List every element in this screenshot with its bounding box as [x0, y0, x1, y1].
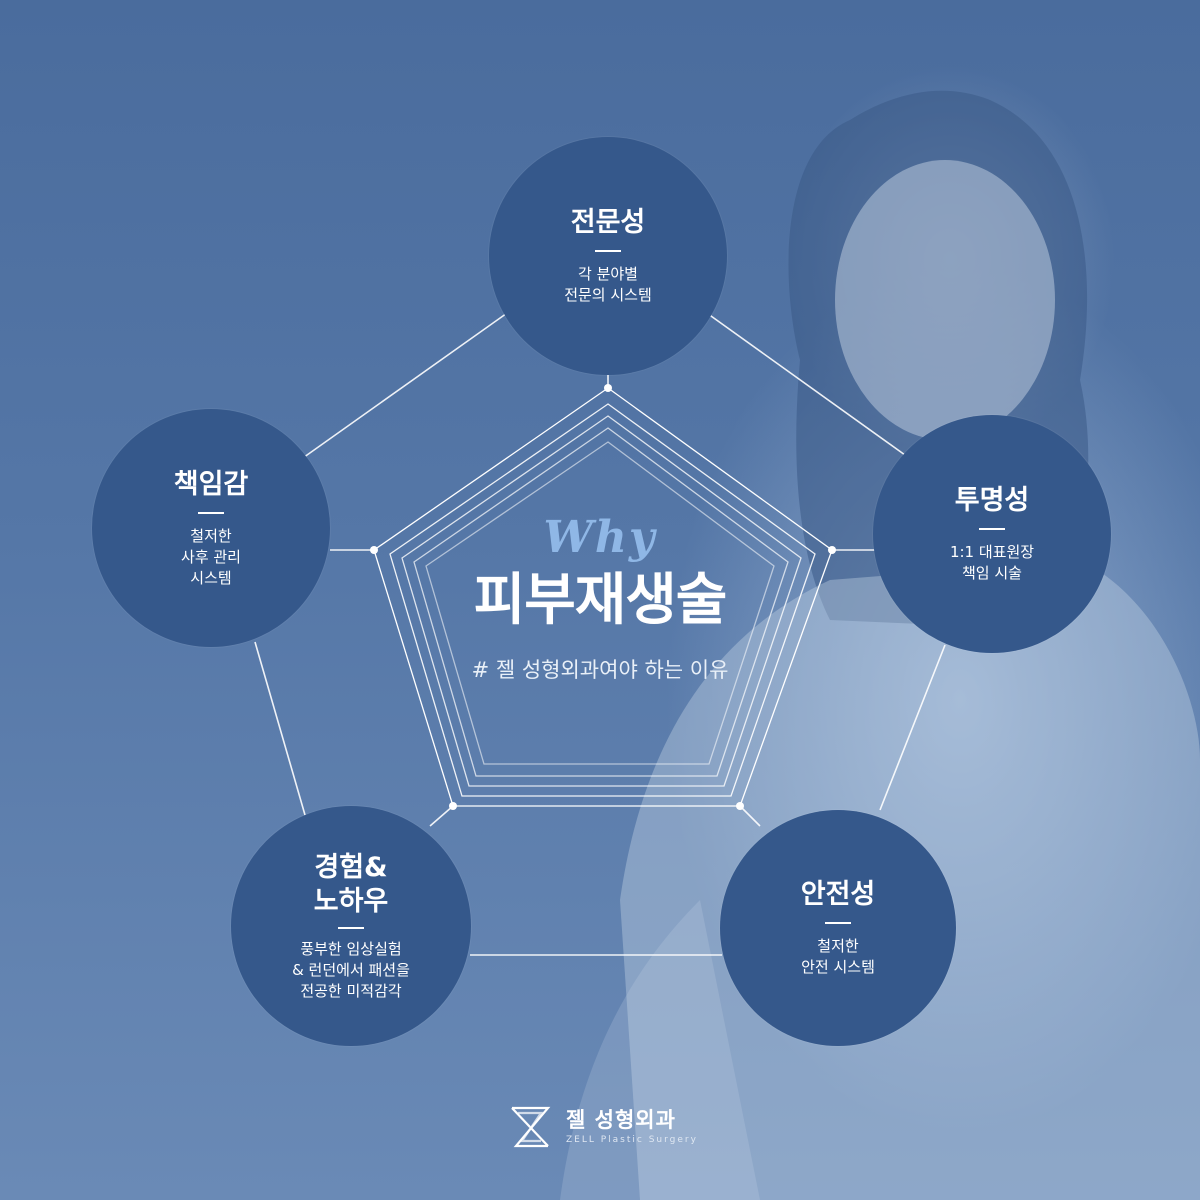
vertex-dot	[736, 802, 744, 810]
connector-line	[879, 644, 946, 811]
pentagon-ring	[389, 403, 816, 797]
vertex-dot	[604, 384, 612, 392]
vertex-dot	[449, 802, 457, 810]
feature-description: 풍부한 임상실험 & 런던에서 패션을 전공한 미적감각	[292, 939, 410, 1000]
vertex-dot	[370, 546, 378, 554]
title-divider	[198, 511, 224, 514]
feature-description: 철저한 안전 시스템	[801, 937, 875, 976]
hashtag-subtitle: # 젤 성형외과여야 하는 이유	[471, 658, 729, 682]
feature-description: 1:1 대표원장 책임 시술	[949, 543, 1035, 582]
feature-circle-experience: 경험& 노하우 풍부한 임상실험 & 런던에서 패션을 전공한 미적감각	[231, 806, 471, 1046]
why-script-title: Why	[543, 512, 657, 563]
feature-title: 경험& 노하우	[313, 851, 389, 917]
main-title: 피부재생술	[473, 568, 728, 633]
center-heading: Why 피부재생술 # 젤 성형외과여야 하는 이유	[430, 510, 770, 684]
logo-name: 젤 성형외과	[566, 1108, 676, 1132]
vertex-dot	[828, 546, 836, 554]
clinic-logo: 젤 성형외과 ZELL Plastic Surgery	[508, 1104, 708, 1150]
connector-line	[696, 305, 906, 456]
pentagon-ring	[425, 441, 775, 765]
title-divider	[825, 922, 851, 924]
spoke-line	[429, 805, 454, 827]
feature-title: 책임감	[173, 468, 249, 500]
feature-circle-transparency: 투명성 1:1 대표원장 책임 시술	[873, 415, 1111, 653]
feature-circle-safety: 안전성 철저한 안전 시스템	[720, 810, 956, 1046]
feature-circle-expertise: 전문성 각 분야별 전문의 시스템	[489, 137, 727, 375]
feature-title: 전문성	[570, 207, 646, 238]
pentagon-ring	[413, 427, 789, 777]
title-divider	[338, 926, 364, 929]
feature-title: 투명성	[954, 485, 1030, 516]
pentagon-ring	[401, 415, 802, 787]
feature-circle-responsibility: 책임감 철저한 사후 관리 시스템	[92, 409, 330, 647]
feature-description: 철저한 사후 관리 시스템	[181, 526, 241, 587]
title-divider	[979, 528, 1005, 530]
feature-title: 안전성	[800, 879, 876, 910]
outer-pentagon	[373, 387, 833, 807]
feature-description: 각 분야별 전문의 시스템	[564, 265, 652, 304]
connector-line	[254, 641, 306, 816]
title-divider	[595, 250, 621, 252]
logo-subtitle: ZELL Plastic Surgery	[566, 1135, 698, 1145]
connector-line	[299, 305, 518, 461]
z-logo-icon	[511, 1106, 551, 1148]
spoke-line	[739, 805, 761, 827]
